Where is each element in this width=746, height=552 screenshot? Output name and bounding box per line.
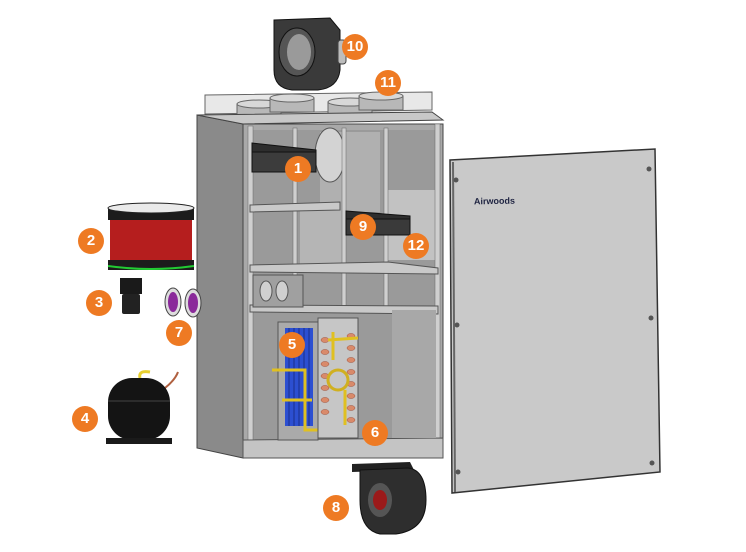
cabinet	[196, 111, 445, 459]
black-cylinder-part	[120, 278, 142, 314]
callout-2: 2	[78, 228, 104, 254]
top-blower-fan	[273, 17, 347, 91]
callout-12: 12	[403, 233, 429, 259]
compressor	[106, 370, 179, 444]
callout-9: 9	[350, 214, 376, 240]
callout-11: 11	[375, 70, 401, 96]
purple-dampers	[164, 287, 202, 318]
bottom-blower-fan	[352, 462, 427, 535]
brand-label: Airwoods	[473, 195, 516, 207]
callout-4: 4	[72, 406, 98, 432]
callout-8: 8	[323, 495, 349, 521]
door-panel	[449, 148, 661, 494]
callout-6: 6	[362, 420, 388, 446]
callout-7: 7	[166, 320, 192, 346]
callout-1: 1	[285, 156, 311, 182]
callout-3: 3	[86, 290, 112, 316]
callout-5: 5	[279, 332, 305, 358]
copper-coil	[317, 317, 359, 439]
red-filter-cylinder	[107, 202, 195, 270]
callout-10: 10	[342, 34, 368, 60]
